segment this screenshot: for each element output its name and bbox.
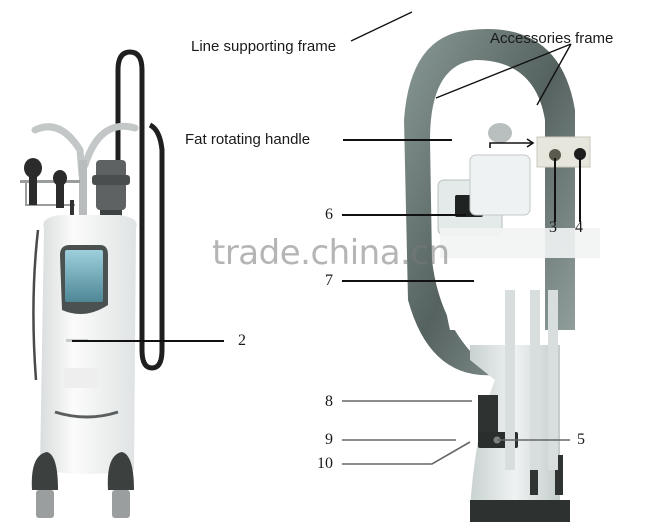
callout-8: 8 xyxy=(325,393,333,410)
center-pole xyxy=(79,160,87,220)
callout-3: 3 xyxy=(549,219,557,236)
connector-3 xyxy=(549,149,561,161)
small-handle-2 xyxy=(53,170,67,186)
callout-10: 10 xyxy=(317,455,333,472)
callout-6: 6 xyxy=(325,206,333,223)
connector-4 xyxy=(574,148,586,160)
label-fat-rotating-handle: Fat rotating handle xyxy=(185,131,311,148)
callout-5: 5 xyxy=(577,431,585,448)
watermark: trade.china.cn xyxy=(212,233,450,273)
callout-9: 9 xyxy=(325,431,333,448)
accessories-frame xyxy=(404,29,575,376)
leader-accessories-1 xyxy=(435,43,572,99)
arrow-to-connector xyxy=(489,142,532,148)
callout-2: 2 xyxy=(238,332,246,349)
vacuum-hose xyxy=(115,49,165,371)
small-handle-1 xyxy=(24,158,42,178)
handle-rack xyxy=(20,180,80,183)
callout-lines xyxy=(72,11,581,465)
left-wheel-cover xyxy=(31,452,58,490)
support-arm-left xyxy=(31,123,86,179)
leader-10 xyxy=(342,441,471,465)
leader-line-supporting-frame xyxy=(350,11,413,42)
label-line-supporting-frame: Line supporting frame xyxy=(191,38,337,55)
left-machine xyxy=(20,49,165,518)
support-arm-right xyxy=(81,122,139,169)
callout-4: 4 xyxy=(575,219,583,236)
right-wheel-cover xyxy=(107,452,134,490)
label-accessories-frame: Accessories frame xyxy=(490,30,614,47)
right-machine xyxy=(404,29,600,522)
callout-7: 7 xyxy=(325,272,333,289)
leader-accessories-2 xyxy=(536,43,572,106)
